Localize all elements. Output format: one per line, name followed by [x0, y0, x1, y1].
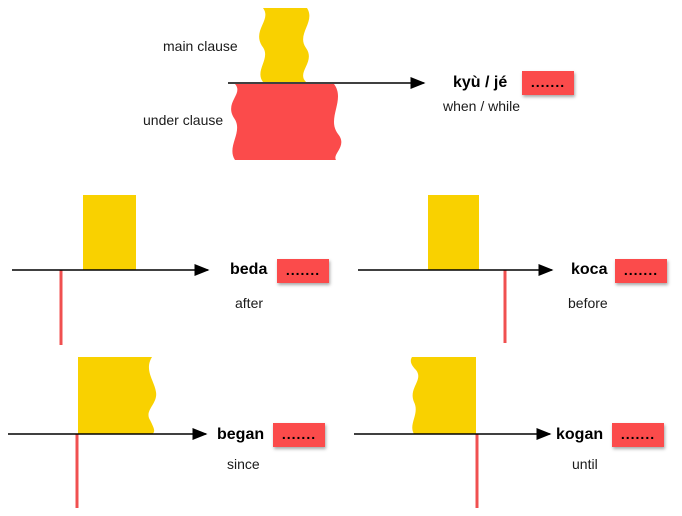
main-clause-block-after [83, 195, 136, 270]
under-clause-label: under clause [143, 112, 224, 128]
under-clause-block [231, 84, 342, 160]
main-clause-block-until [410, 357, 476, 434]
keyword-before: koca [571, 261, 608, 278]
gloss-after: after [235, 295, 264, 311]
blank-slot-top: ....... [522, 71, 574, 95]
blank-slot-until: ....... [612, 423, 664, 447]
main-clause-label: main clause [163, 38, 238, 54]
blank-slot-before: ....... [615, 259, 667, 283]
keyword-since: began [217, 426, 265, 443]
main-clause-block-before [428, 195, 479, 270]
gloss-since: since [227, 456, 260, 472]
gloss-until: until [572, 456, 598, 472]
blank-slot-after: ....... [277, 259, 329, 283]
gloss-before: before [568, 295, 608, 311]
blank-slot-since: ....... [273, 423, 325, 447]
main-clause-block [259, 8, 310, 82]
gloss-when-while: when / while [443, 98, 521, 114]
keyword-until: kogan [556, 426, 604, 443]
keyword-when-while: kyù / jé [453, 74, 508, 91]
keyword-after: beda [230, 261, 268, 278]
main-clause-block-since [78, 357, 157, 434]
